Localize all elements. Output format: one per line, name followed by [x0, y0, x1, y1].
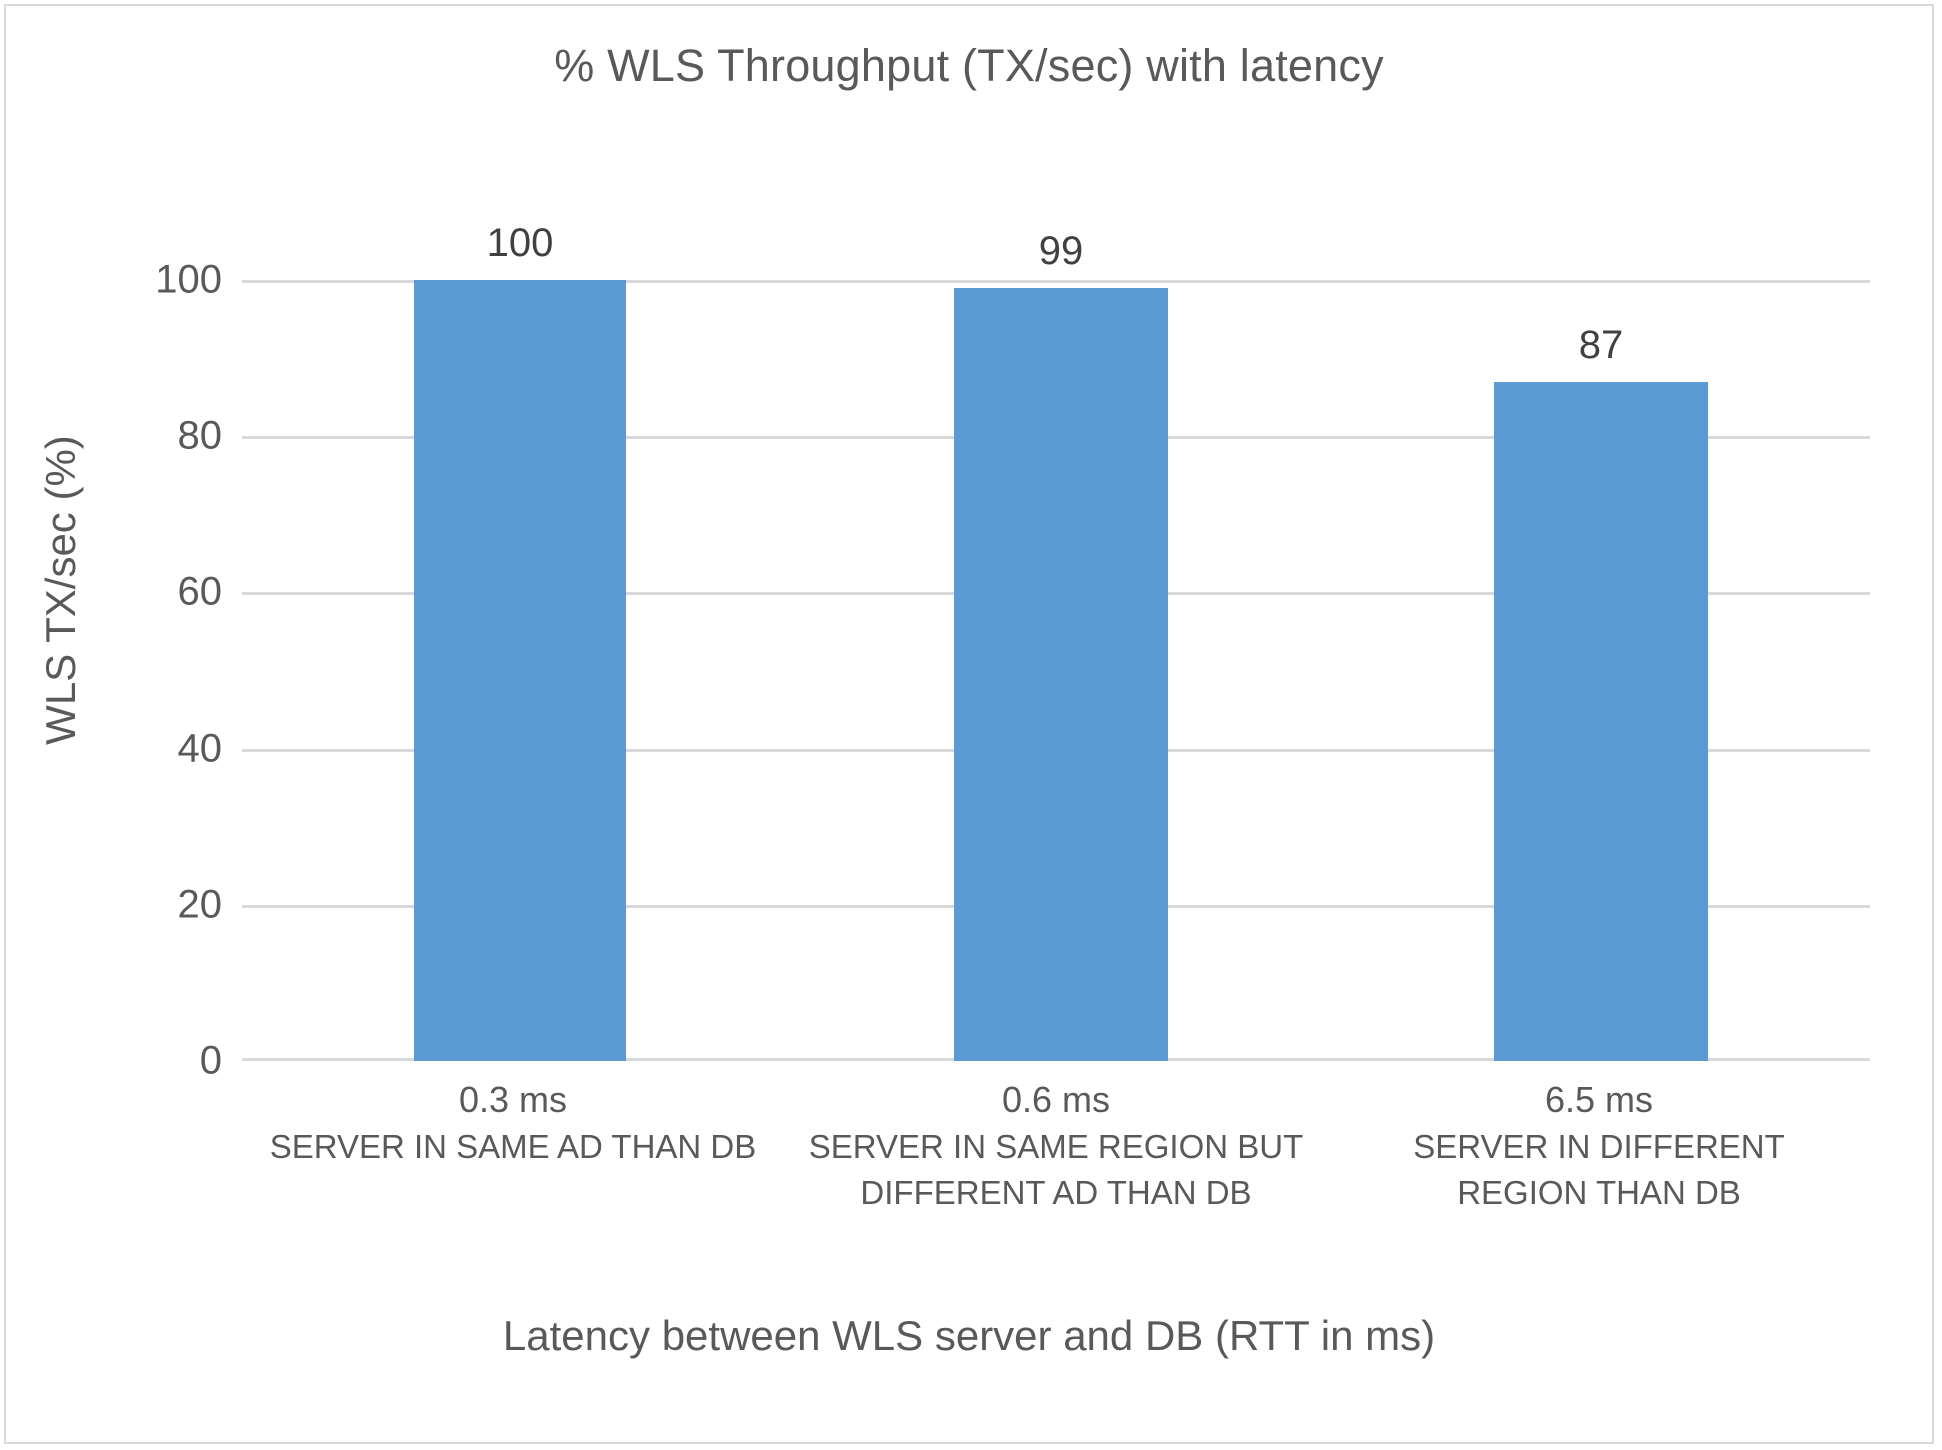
y-tick-40: 40: [177, 726, 223, 771]
y-tick-80: 80: [177, 413, 223, 458]
bar-group-0[interactable]: 100: [414, 221, 626, 1061]
x-category-0: 0.3 ms SERVER IN SAME AD THAN DB: [242, 1076, 784, 1170]
bars-layer: 100 99 87: [242, 221, 1870, 1061]
bar-group-1[interactable]: 99: [954, 229, 1168, 1061]
bar-0.6ms[interactable]: [954, 287, 1168, 1061]
x-category-2-value: 6.5 ms: [1544, 1079, 1654, 1120]
bar-group-2[interactable]: 87: [1494, 280, 1708, 1061]
y-tick-0: 0: [199, 1038, 222, 1083]
plot-area: 100 99 87: [242, 221, 1870, 1061]
gridline-100: [242, 280, 1870, 283]
chart-title: % WLS Throughput (TX/sec) with latency: [554, 40, 1384, 91]
x-category-1-value: 0.6 ms: [1001, 1079, 1111, 1120]
y-tick-60: 60: [177, 569, 223, 614]
x-category-2-description: SERVER IN DIFFERENT REGION THAN DB: [1413, 1128, 1785, 1211]
bar-6.5ms[interactable]: [1494, 381, 1708, 1061]
bar-label-1: 99: [1038, 228, 1084, 273]
y-tick-100: 100: [155, 257, 222, 302]
x-axis-title: Latency between WLS server and DB (RTT i…: [502, 1312, 1436, 1359]
x-category-1-description: SERVER IN SAME REGION BUT DIFFERENT AD T…: [808, 1128, 1304, 1211]
chart-frame: % WLS Throughput (TX/sec) with latency W…: [4, 4, 1934, 1444]
x-category-0-value: 0.3 ms: [458, 1079, 568, 1120]
x-category-1: 0.6 ms SERVER IN SAME REGION BUT DIFFERE…: [785, 1076, 1327, 1216]
bar-label-2: 87: [1578, 322, 1624, 367]
x-axis-categories: 0.3 ms SERVER IN SAME AD THAN DB 0.6 ms …: [242, 1076, 1870, 1276]
x-category-0-description: SERVER IN SAME AD THAN DB: [269, 1128, 757, 1165]
y-axis-ticks: 0 20 40 60 80 100: [62, 258, 223, 1083]
bar-label-0: 100: [486, 221, 554, 265]
x-category-2: 6.5 ms SERVER IN DIFFERENT REGION THAN D…: [1328, 1076, 1870, 1216]
y-tick-20: 20: [177, 882, 223, 927]
bar-0.3ms[interactable]: [414, 280, 626, 1061]
